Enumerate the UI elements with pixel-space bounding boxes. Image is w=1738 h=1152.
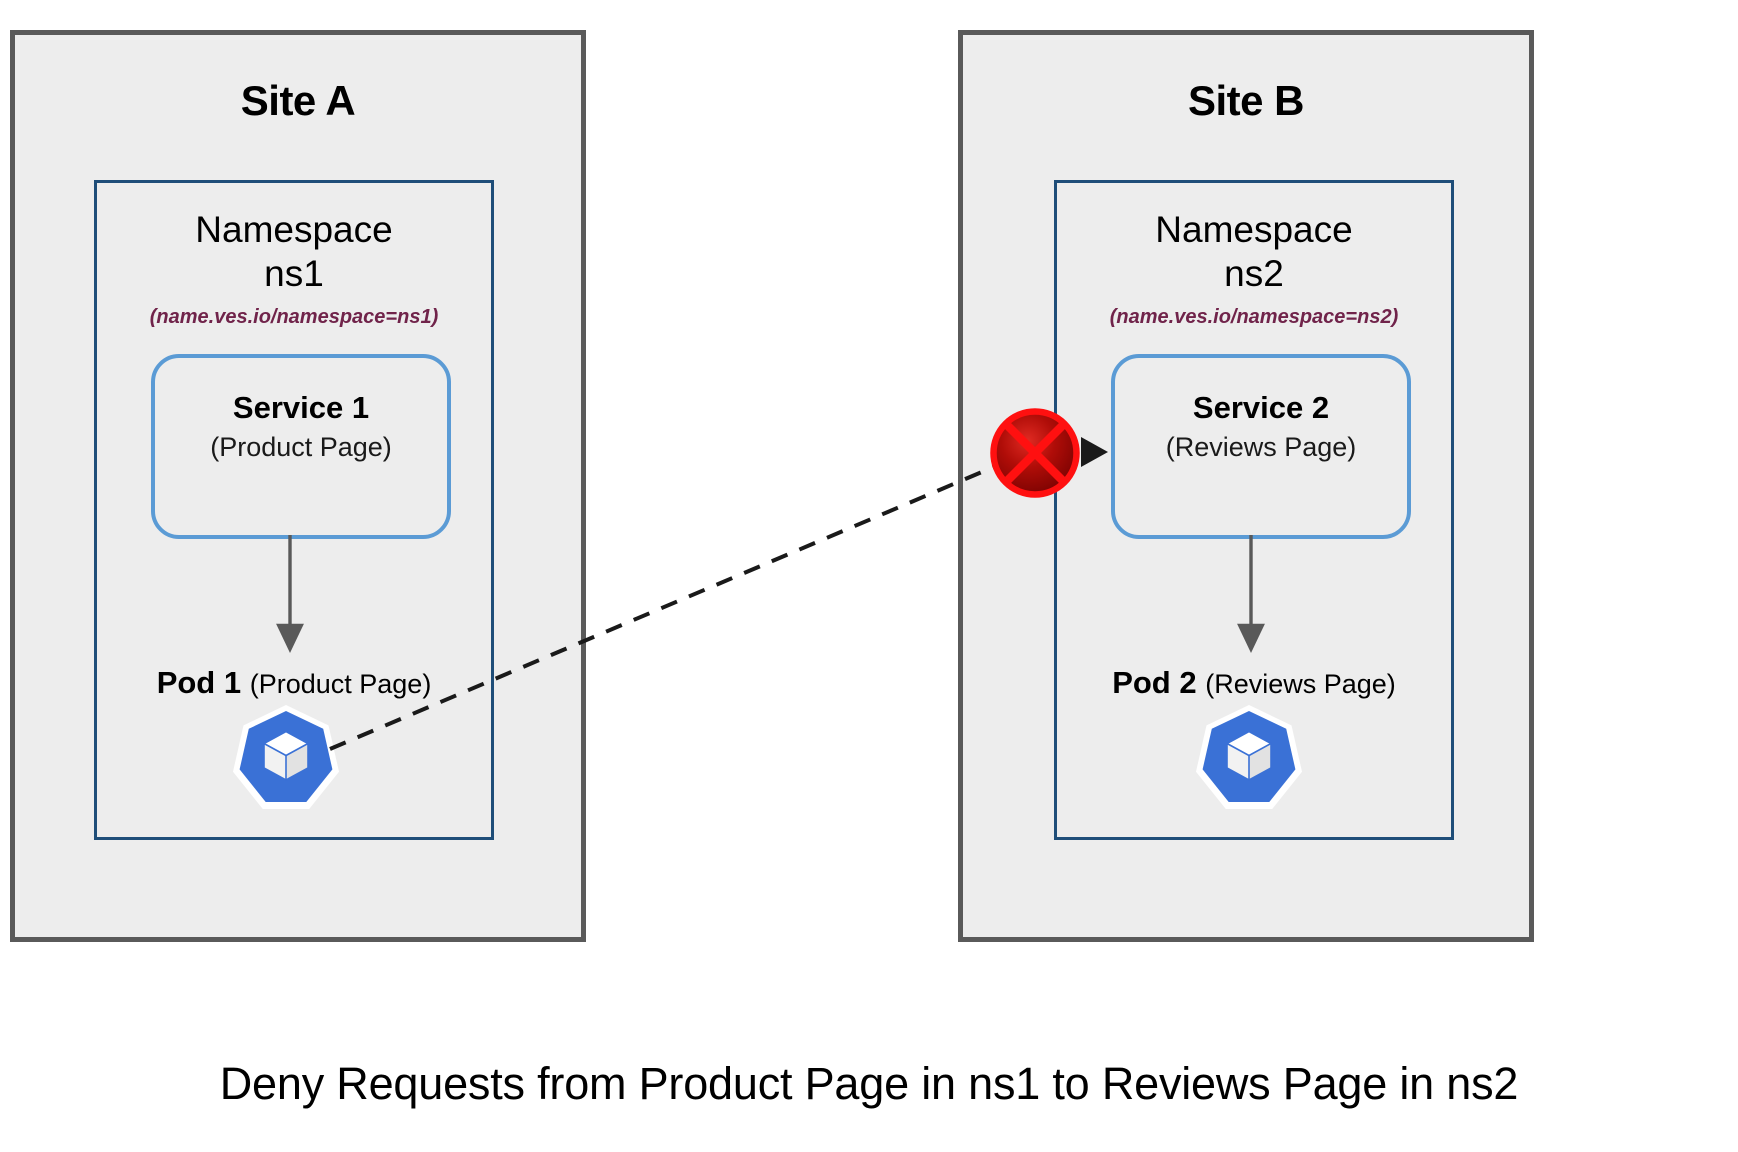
namespace-box-ns2: Namespace ns2 (name.ves.io/namespace=ns2…: [1054, 180, 1454, 840]
namespace-ns1-selector-label: (name.ves.io/namespace=ns1): [149, 306, 439, 328]
namespace-box-ns1: Namespace ns1 (name.ves.io/namespace=ns1…: [94, 180, 494, 840]
pod-1-name: Pod 1: [156, 665, 242, 700]
site-a-title: Site A: [240, 77, 356, 124]
diagram-caption: Deny Requests from Product Page in ns1 t…: [219, 1058, 1519, 1109]
service-2-subtitle: (Reviews Page): [1165, 432, 1357, 462]
pod-2-subtitle: (Reviews Page): [1205, 669, 1396, 699]
namespace-ns2-selector-label: (name.ves.io/namespace=ns2): [1109, 306, 1399, 328]
service-box-2: Service 2 (Reviews Page): [1111, 354, 1411, 539]
site-panel-a: Site A Namespace ns1 (name.ves.io/namesp…: [10, 30, 586, 942]
pod-2-label: Pod 2 (Reviews Page): [1057, 665, 1451, 701]
service-1-title: Service 1: [232, 390, 370, 425]
pod-1-label: Pod 1 (Product Page): [97, 665, 491, 701]
namespace-ns2-title: Namespace ns2: [1155, 209, 1353, 294]
site-b-title: Site B: [1187, 77, 1305, 124]
site-panel-b: Site B Namespace ns2 (name.ves.io/namesp…: [958, 30, 1534, 942]
pod-2-name: Pod 2: [1112, 665, 1197, 700]
service-1-subtitle: (Product Page): [210, 432, 392, 462]
service-box-1: Service 1 (Product Page): [151, 354, 451, 539]
service-2-title: Service 2: [1192, 390, 1330, 425]
namespace-ns1-title: Namespace ns1: [195, 209, 393, 294]
pod-1-subtitle: (Product Page): [249, 669, 432, 699]
